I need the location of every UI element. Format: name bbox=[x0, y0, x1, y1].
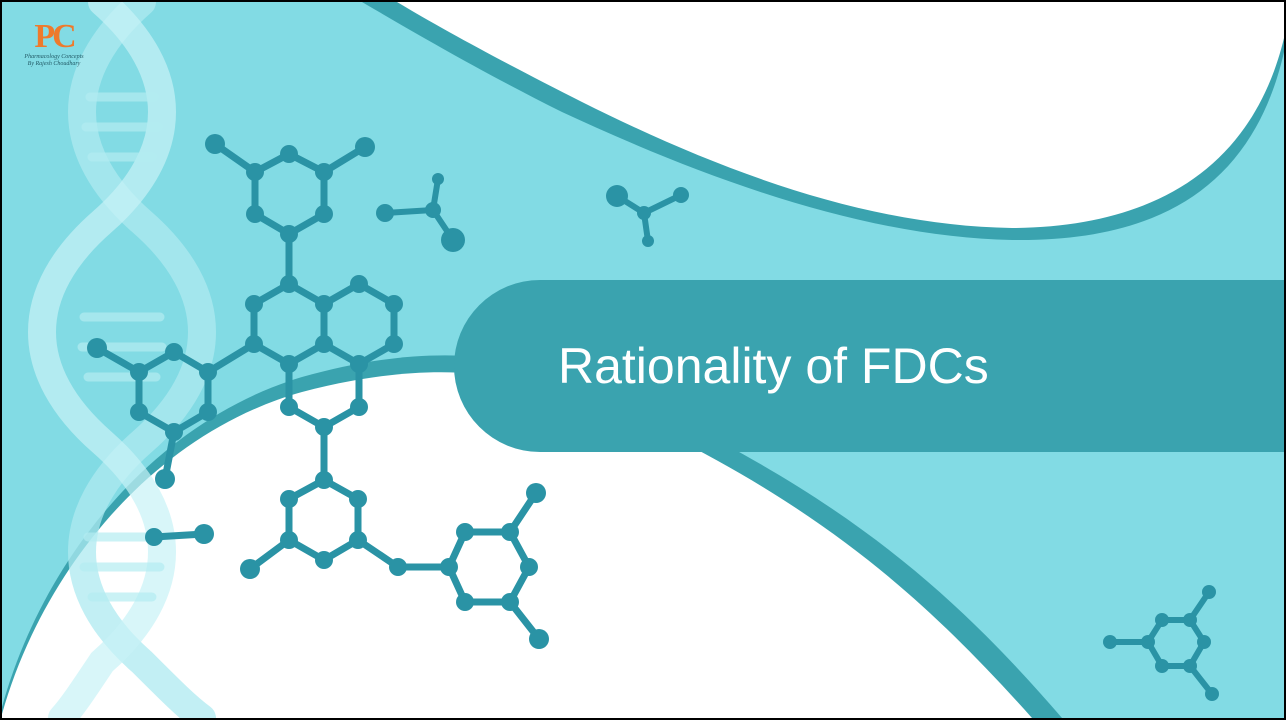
logo-line-1: Pharmacology Concepts bbox=[24, 54, 84, 60]
molecule-icon bbox=[145, 524, 214, 546]
molecule-icon bbox=[376, 173, 465, 252]
molecule-icon bbox=[87, 134, 549, 649]
slide-title: Rationality of FDCs bbox=[558, 338, 989, 394]
title-band: Rationality of FDCs bbox=[454, 280, 1284, 452]
molecule-icon bbox=[1103, 585, 1219, 701]
molecule-icon bbox=[606, 185, 689, 247]
logo-mark: PC bbox=[34, 18, 76, 55]
top-swoosh bbox=[397, 2, 1284, 228]
dna-helix-icon bbox=[28, 2, 216, 718]
logo: PC Pharmacology Concepts By Rajesh Choud… bbox=[14, 20, 94, 72]
logo-line-2: By Rajesh Choudhary bbox=[27, 61, 81, 67]
